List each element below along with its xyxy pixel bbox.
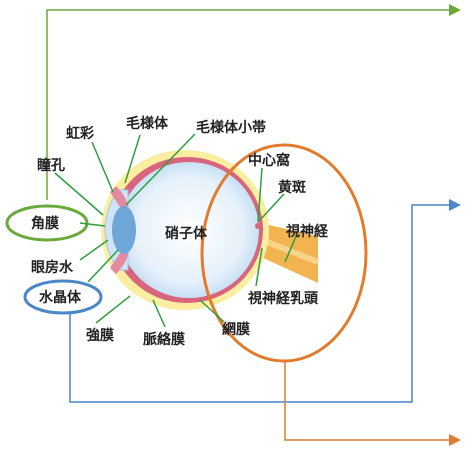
lens-shape (112, 206, 136, 254)
lens-highlight-ellipse (23, 279, 103, 315)
leader-cornea (79, 222, 106, 227)
leader-fovea (257, 167, 263, 223)
label-optic-disc: 視神経乳頭 (247, 290, 319, 307)
leader-optic-disc (255, 247, 263, 287)
leader-lens (87, 249, 119, 283)
cornea-highlight-ellipse (5, 204, 89, 242)
leader-sclera (95, 295, 131, 324)
fovea-dot (255, 223, 261, 229)
leader-retina (199, 299, 225, 323)
label-lens: 水晶体 (39, 289, 82, 306)
leader-pupil (54, 172, 104, 216)
leader-lines (54, 133, 298, 328)
leader-zonule (125, 133, 196, 206)
lens-connector-line (69, 199, 461, 403)
retina-region-highlight (200, 143, 368, 363)
leader-ciliary-body (124, 134, 141, 184)
leader-choroid (152, 299, 166, 328)
retina-connector-line (284, 360, 461, 446)
label-sclera: 強膜 (86, 327, 114, 344)
label-retina: 網膜 (222, 321, 250, 338)
cornea-connector-line (46, 4, 461, 200)
leader-iris (91, 141, 114, 193)
leader-optic-nerve (284, 233, 298, 263)
label-pupil: 瞳孔 (37, 157, 65, 174)
label-aqueous-humor: 眼房水 (31, 259, 74, 276)
eyeball (101, 150, 320, 310)
label-vitreous: 硝子体 (165, 225, 208, 242)
label-cornea: 角膜 (31, 215, 59, 232)
label-choroid: 脈絡膜 (143, 331, 185, 348)
vitreous-body (119, 162, 259, 298)
leader-aqueous-humor (79, 239, 109, 261)
label-zonule: 毛様体小帯 (196, 119, 266, 136)
label-macula: 黄斑 (278, 179, 306, 196)
iris-shape (110, 186, 128, 210)
leader-macula (259, 193, 285, 221)
label-ciliary-body: 毛様体 (126, 115, 169, 132)
label-optic-nerve: 視神経 (285, 223, 329, 240)
label-fovea: 中心窩 (248, 152, 290, 169)
label-iris: 虹彩 (66, 125, 94, 142)
